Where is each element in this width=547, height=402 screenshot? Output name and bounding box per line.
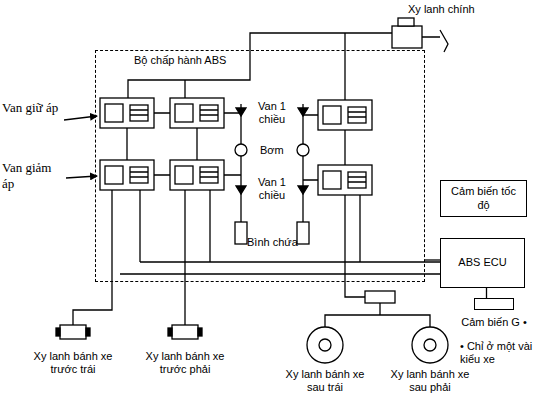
part-label: Xy lanh bánh xe sau phải: [384, 368, 476, 394]
signal-wire: [486, 288, 487, 298]
part-label: Bình chứa: [247, 236, 298, 249]
part-label: Bơm: [260, 144, 284, 157]
g-sensor: Cảm biến G •: [448, 298, 540, 329]
node-text: Cảm biến tốc độ: [444, 185, 523, 211]
part-label: Van 1 chiều: [250, 176, 294, 202]
part-label: Xy lanh bánh xe trước trái: [27, 350, 119, 376]
callout-label: Van giảm áp: [2, 160, 66, 191]
part-label: Xy lanh chính: [408, 3, 475, 16]
signal-wire: [425, 259, 440, 260]
node-text: ABS ECU: [458, 256, 506, 269]
ecu-box: ABS ECU: [440, 238, 525, 288]
part-label: Xy lanh bánh xe sau trái: [279, 368, 371, 394]
part-label: Van 1 chiều: [250, 100, 294, 126]
sensor-box: Cảm biến tốc độ: [440, 180, 527, 217]
part-label: • Chỉ ở một vài kiểu xe: [460, 340, 544, 366]
part-label: Xy lanh bánh xe trước phải: [139, 350, 231, 376]
sensor-symbol: [474, 298, 514, 310]
node-text: Cảm biến G •: [448, 316, 540, 329]
node-text: Bộ chấp hành ABS: [96, 51, 424, 67]
callout-label: Van giữ áp: [2, 100, 62, 116]
